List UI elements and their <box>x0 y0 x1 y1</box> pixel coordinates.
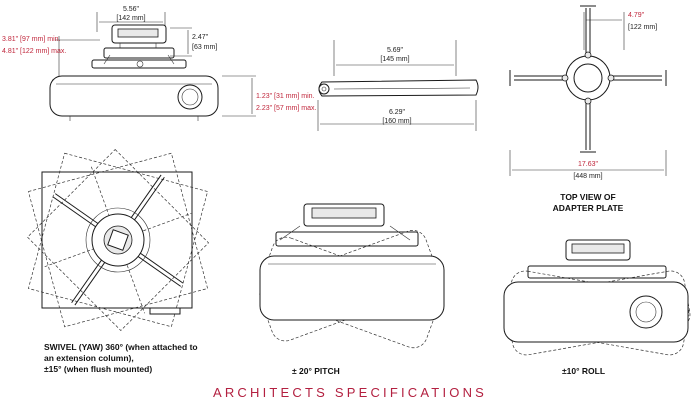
front-min-label: 3.81" [97 mm] min. <box>2 36 61 43</box>
front-width-mm: [142 mm] <box>116 15 145 22</box>
swivel-caption-line3: ±15° (when flush mounted) <box>44 364 152 374</box>
front-height-in: 2.47" <box>192 34 209 41</box>
front-view: 5.56" [142 mm] 2.47" [63 mm] 3.81" [97 m… <box>2 6 317 121</box>
plate-width-mm: [448 mm] <box>573 173 602 180</box>
plate-width-in: 17.63" <box>578 161 599 168</box>
architects-specifications-banner: ARCHITECTS SPECIFICATIONS <box>213 385 487 400</box>
arm-outer-mm: [160 mm] <box>382 118 411 125</box>
bottom-min-label: 1.23" [31 mm] min. <box>256 93 315 100</box>
arm-view: 5.69" [145 mm] 6.29" [160 mm] <box>317 40 479 131</box>
swivel-view: SWIVEL (YAW) 360° (when attached to an e… <box>26 148 210 374</box>
roll-view: ±10° ROLL <box>503 239 691 376</box>
roll-caption: ±10° ROLL <box>562 366 605 376</box>
front-width-in: 5.56" <box>123 6 140 13</box>
arm-inner-mm: [145 mm] <box>380 56 409 63</box>
plate-small-mm: [122 mm] <box>628 24 657 31</box>
plate-small-in: 4.79" <box>628 12 645 19</box>
bottom-max-label: 2.23" [57 mm] max. <box>256 105 317 112</box>
arm-outer-in: 6.29" <box>389 109 406 116</box>
adapter-caption-line2: ADAPTER PLATE <box>553 203 624 213</box>
adapter-caption-line1: TOP VIEW OF <box>560 192 615 202</box>
adapter-plate-view: 4.79" [122 mm] 17.63" [448 mm] TOP VIEW … <box>509 5 667 213</box>
pitch-caption: ± 20° PITCH <box>292 366 340 376</box>
swivel-caption-line2: an extension column), <box>44 353 134 363</box>
pitch-view: ± 20° PITCH <box>259 203 445 376</box>
arm-inner-in: 5.69" <box>387 47 404 54</box>
swivel-caption-line1: SWIVEL (YAW) 360° (when attached to <box>44 342 198 352</box>
front-max-label: 4.81" [122 mm] max. <box>2 48 66 55</box>
front-height-mm: [63 mm] <box>192 44 217 51</box>
